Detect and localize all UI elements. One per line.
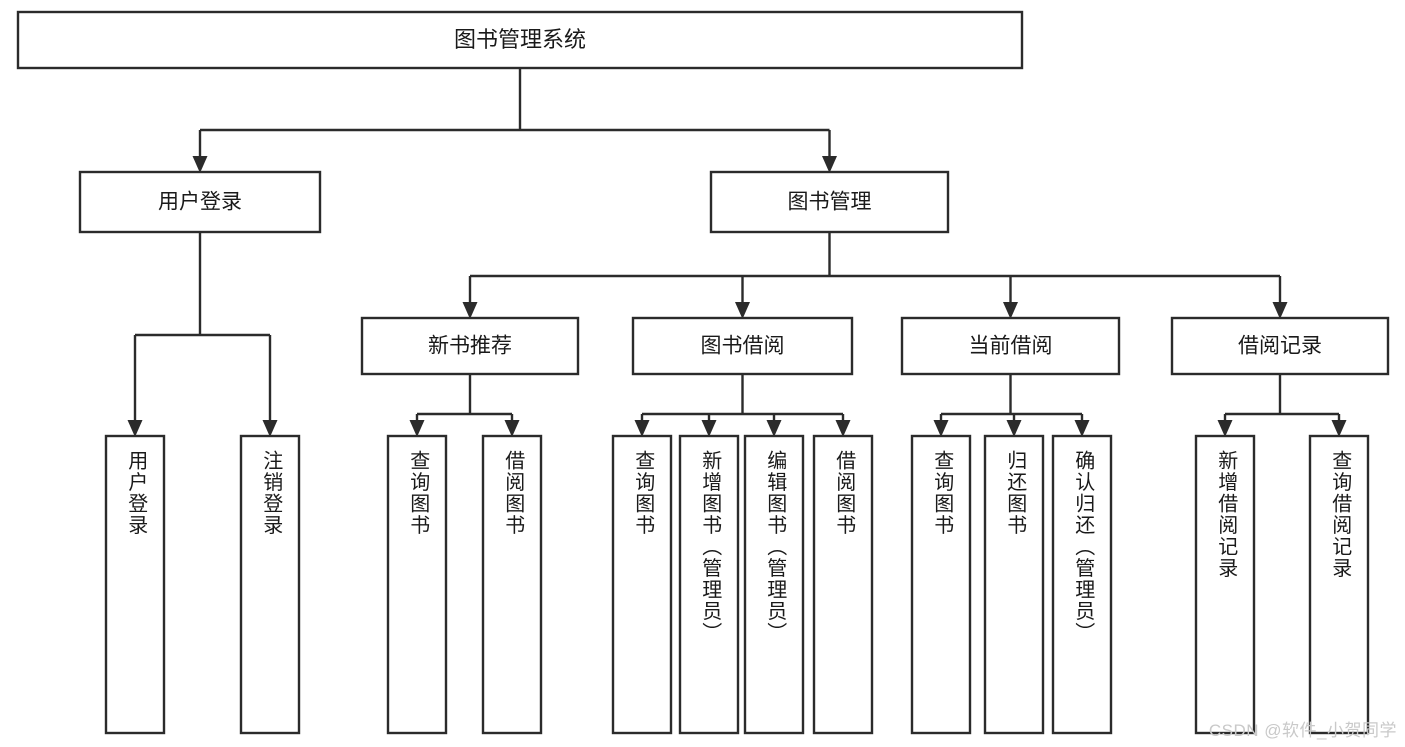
node-leaf-查询借阅记录[interactable] xyxy=(1308,434,1370,735)
node-label: 图书管理 xyxy=(788,191,872,214)
arrow-head-icon xyxy=(1006,420,1022,437)
node-leaf-借阅图书[interactable] xyxy=(481,434,543,735)
node-leaf-新增图书（管理员）[interactable] xyxy=(678,434,740,735)
node-level2-用户登录[interactable]: 用户登录 xyxy=(78,170,322,234)
arrow-head-icon xyxy=(262,420,278,437)
arrow-head-icon xyxy=(822,156,837,173)
arrow-head-icon xyxy=(409,420,425,437)
arrow-head-icon xyxy=(504,420,520,437)
node-level3-图书借阅[interactable]: 图书借阅 xyxy=(631,316,854,376)
arrow-head-icon xyxy=(1272,302,1288,319)
node-leaf-查询图书[interactable] xyxy=(611,434,673,735)
node-leaf-借阅图书[interactable] xyxy=(812,434,874,735)
node-label: 图书借阅 xyxy=(701,335,785,358)
node-leaf-查询图书[interactable] xyxy=(910,434,972,735)
arrow-head-icon xyxy=(1331,420,1347,437)
arrow-head-icon xyxy=(766,420,782,437)
arrow-head-icon xyxy=(735,302,750,319)
node-leaf-归还图书[interactable] xyxy=(983,434,1045,735)
arrow-head-icon xyxy=(192,156,208,173)
node-leaf-编辑图书（管理员）[interactable] xyxy=(743,434,805,735)
csdn-watermark: CSDN @软件_小贺同学 xyxy=(1208,721,1397,740)
node-leaf-确认归还（管理员）[interactable] xyxy=(1051,434,1113,735)
node-leaf-注销登录[interactable] xyxy=(239,434,301,735)
arrow-head-icon xyxy=(701,420,717,437)
node-level3-借阅记录[interactable]: 借阅记录 xyxy=(1170,316,1390,376)
node-leaf-查询图书[interactable] xyxy=(386,434,448,735)
node-label: 当前借阅 xyxy=(969,335,1053,358)
arrow-head-icon xyxy=(1003,302,1018,319)
arrow-head-icon xyxy=(127,420,143,437)
connector-lines xyxy=(127,68,1347,437)
node-label: 借阅记录 xyxy=(1238,335,1322,358)
node-level2-图书管理[interactable]: 图书管理 xyxy=(709,170,950,234)
node-level3-当前借阅[interactable]: 当前借阅 xyxy=(900,316,1121,376)
node-label: 用户登录 xyxy=(158,191,242,214)
node-level3-新书推荐[interactable]: 新书推荐 xyxy=(360,316,580,376)
arrow-head-icon xyxy=(1074,420,1090,437)
arrow-head-icon xyxy=(634,420,650,437)
arrow-head-icon xyxy=(835,420,851,437)
arrow-head-icon xyxy=(462,302,478,319)
node-label: 图书管理系统 xyxy=(454,27,586,52)
arrow-head-icon xyxy=(933,420,949,437)
arrow-head-icon xyxy=(1217,420,1233,437)
node-root-图书管理系统[interactable]: 图书管理系统 xyxy=(16,10,1024,70)
node-leaf-新增借阅记录[interactable] xyxy=(1194,434,1256,735)
node-leaf-用户登录[interactable] xyxy=(104,434,166,735)
node-label: 新书推荐 xyxy=(428,335,512,358)
